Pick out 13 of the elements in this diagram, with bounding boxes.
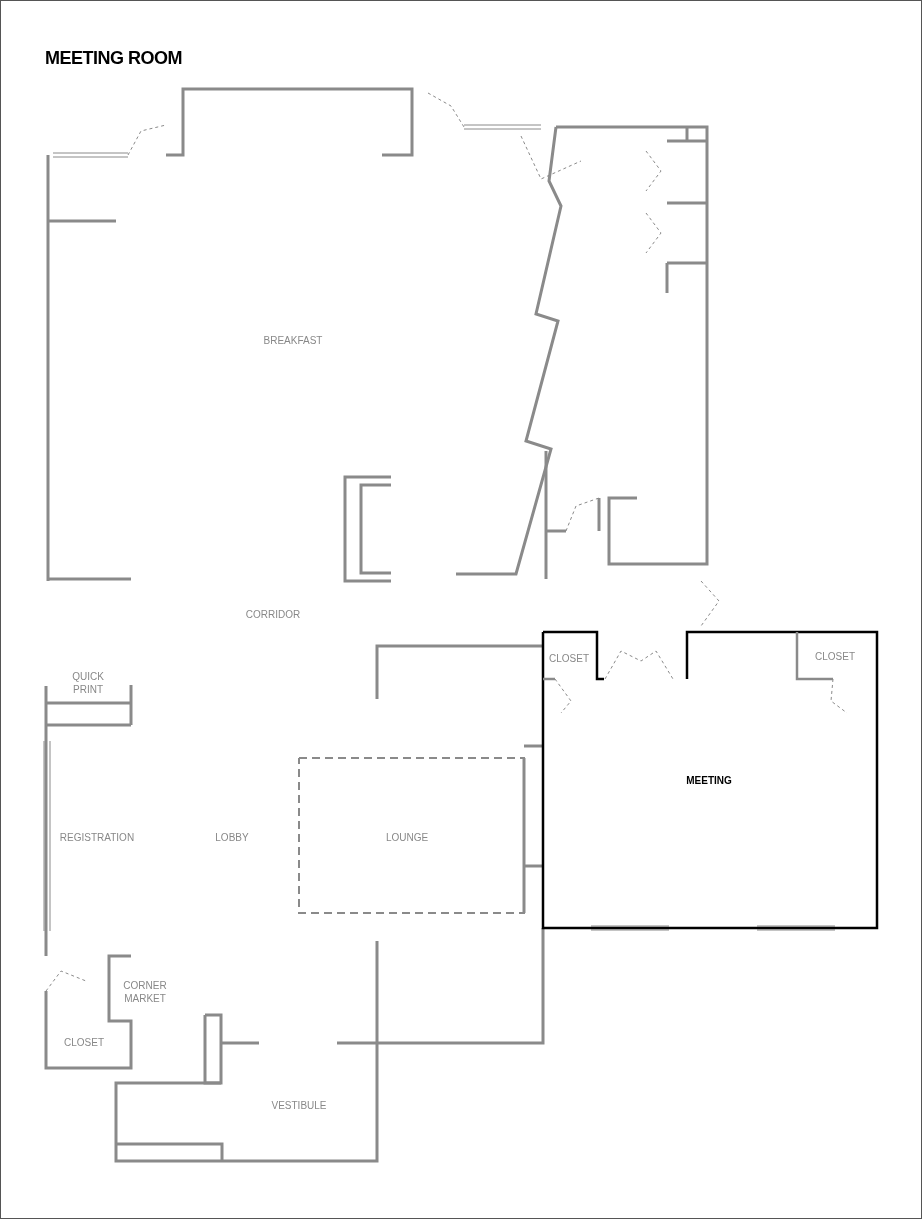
room-label: MEETING — [685, 773, 733, 787]
room-label: CLOSET — [63, 1035, 105, 1049]
room-label: CORRIDOR — [244, 607, 302, 621]
room-label: QUICK PRINT — [71, 670, 105, 696]
room-label: LOBBY — [214, 830, 250, 844]
room-label: LOUNGE — [384, 830, 430, 844]
room-label: CLOSET — [814, 649, 856, 663]
room-label: BREAKFAST — [262, 333, 324, 347]
room-label: REGISTRATION — [58, 830, 136, 844]
room-label: CLOSET — [548, 651, 590, 665]
room-label: CORNER MARKET — [122, 979, 168, 1005]
title: MEETING ROOM — [45, 48, 182, 69]
room-label: VESTIBULE — [270, 1098, 328, 1112]
